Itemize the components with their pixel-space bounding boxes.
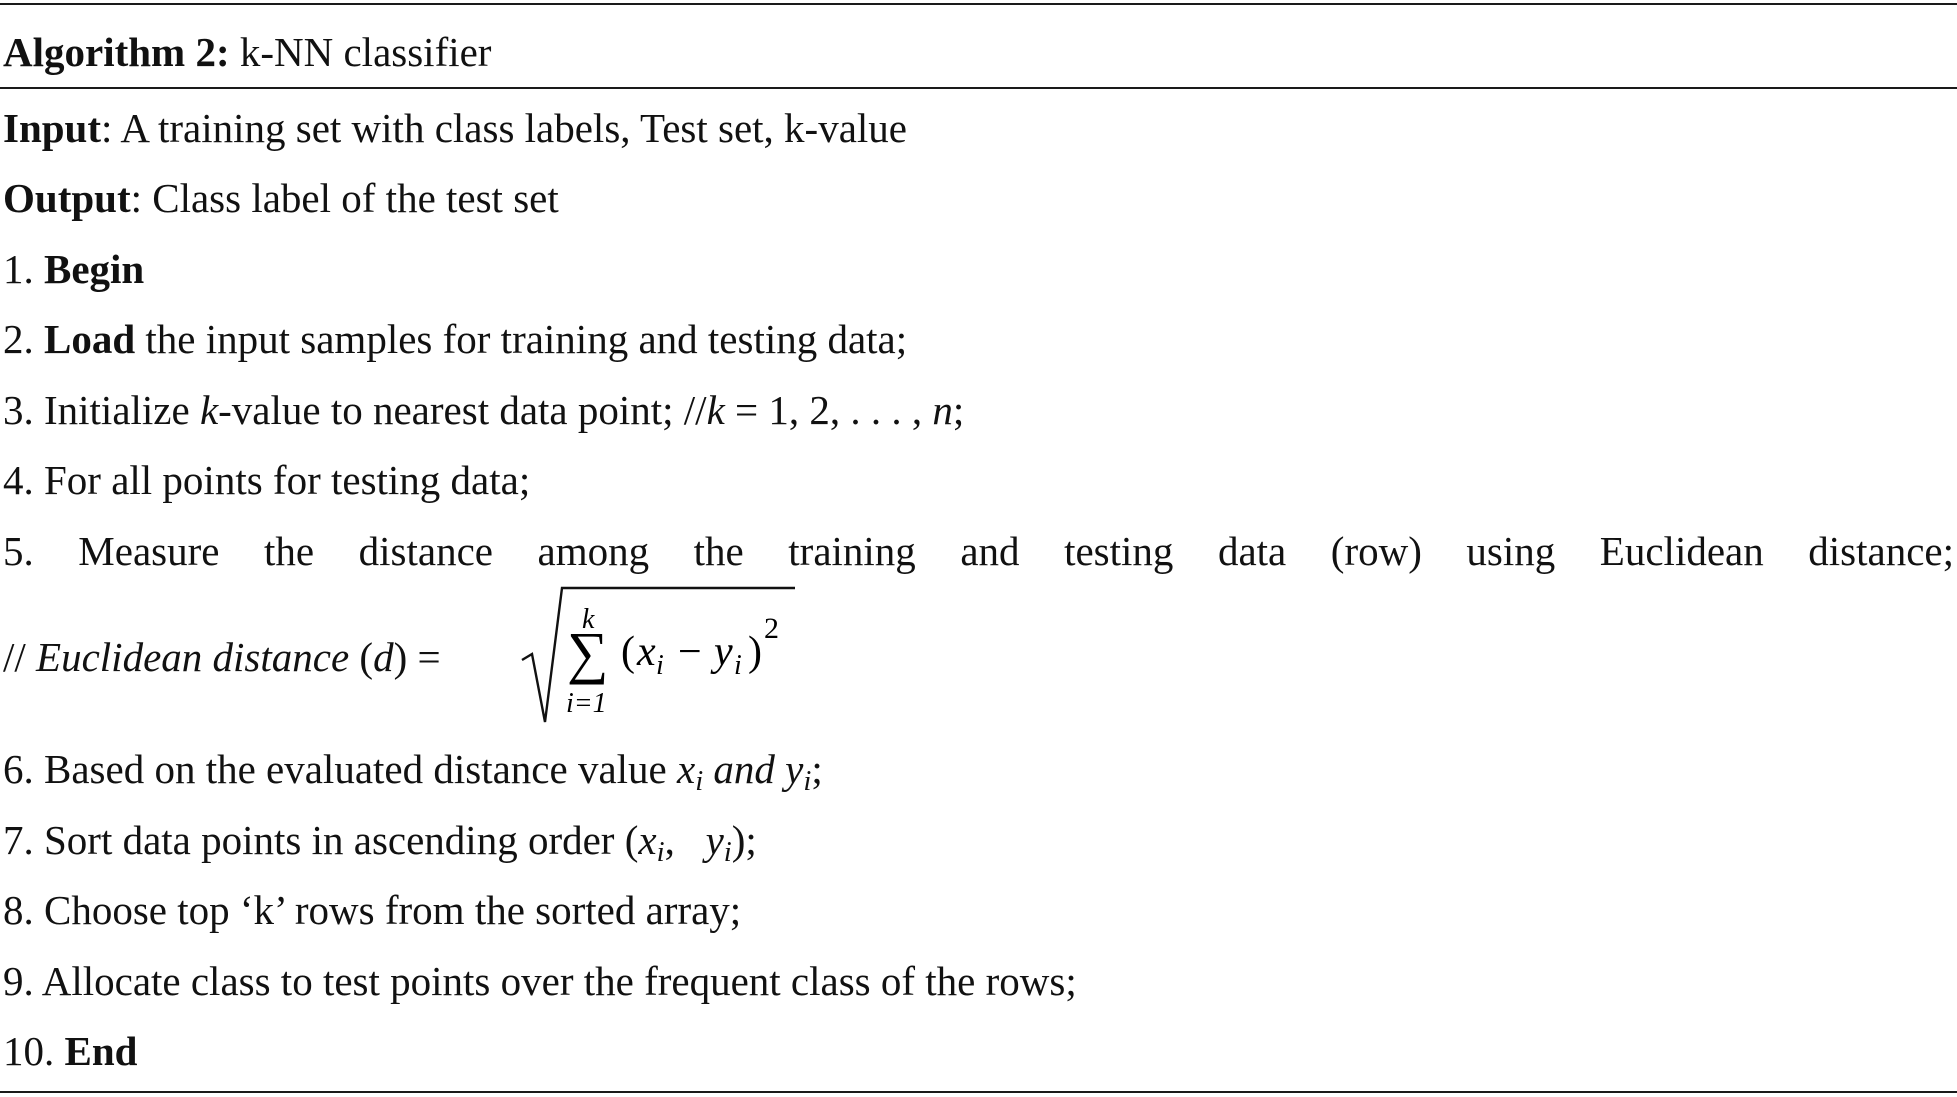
step-6-x-sub: i (695, 765, 704, 798)
algorithm-label: Algorithm 2: (3, 29, 230, 75)
step-3: 3. Initialize k-value to nearest data po… (3, 390, 964, 431)
sum-lower: i=1 (566, 688, 607, 719)
step-7-comma: , (664, 817, 706, 863)
formula-lhs-text: Euclidean distance (25, 634, 360, 680)
step-1-keyword: Begin (44, 246, 145, 292)
step-6: 6. Based on the evaluated distance value… (3, 746, 823, 796)
output-line: Output: Class label of the test set (3, 178, 559, 219)
step-2: 2. Load the input samples for training a… (3, 319, 907, 360)
step-7-y: y (705, 817, 724, 863)
formula-x-sub: i (656, 650, 664, 681)
formula-y-sub: i (734, 650, 742, 681)
step-6-y-sub: i (803, 765, 812, 798)
step-3-k2: k (706, 387, 725, 433)
step-6-x: x (676, 746, 696, 792)
step-3-end: ; (952, 387, 965, 433)
top-rule (0, 3, 1957, 5)
formula-equals: = (417, 634, 441, 680)
step-10: 10. End (3, 1031, 137, 1072)
formula-minus: − (678, 629, 702, 675)
step-6-and: and (703, 746, 786, 792)
formula-comment: // (3, 634, 26, 680)
step-1-number: 1. (3, 246, 44, 292)
step-2-number: 2. (3, 316, 44, 362)
step-2-text: the input samples for training and testi… (135, 316, 908, 362)
step-3-n: n (932, 387, 953, 433)
formula-body-close: ) (748, 629, 762, 675)
step-3-mid: -value to nearest data point; // (218, 387, 707, 433)
output-text: : Class label of the test set (130, 175, 559, 221)
formula-open-paren: ( (359, 634, 374, 680)
sum-sigma: ∑ (567, 620, 608, 685)
step-3-pre: 3. Initialize (3, 387, 200, 433)
header-rule (0, 87, 1957, 89)
step-10-keyword: End (64, 1028, 138, 1074)
input-line: Input: A training set with class labels,… (3, 108, 907, 149)
formula-x: x (636, 629, 656, 675)
formula-body-open: ( (621, 629, 635, 675)
input-text: : A training set with class labels, Test… (101, 105, 908, 151)
output-label: Output (3, 175, 131, 221)
formula-exponent: 2 (764, 612, 779, 645)
step-6-y: y (785, 746, 804, 792)
step-7: 7. Sort data points in ascending order (… (3, 817, 757, 867)
input-label: Input (3, 105, 102, 151)
euclidean-formula: k ∑ i=1 ( x i − y i ) 2 (521, 586, 795, 723)
step-3-eq: = 1, 2, . . . , (724, 387, 933, 433)
step-7-x-sub: i (656, 836, 665, 869)
step-2-keyword: Load (44, 316, 136, 362)
formula-y: y (710, 629, 733, 675)
step-5: 5. Measure the distance among the traini… (3, 528, 1954, 574)
step-7-x: x (638, 817, 657, 863)
step-1: 1. Begin (3, 249, 144, 290)
step-7-y-sub: i (723, 836, 732, 869)
formula-close-paren: ) (393, 634, 408, 680)
step-10-number: 10. (3, 1028, 65, 1074)
radical-sign (521, 586, 795, 723)
algorithm-name: k-NN classifier (239, 29, 492, 75)
formula-d: d (373, 634, 394, 680)
algorithm-title: Algorithm 2: k-NN classifier (3, 32, 491, 73)
formula-lhs: // Euclidean distance (d) = (3, 637, 441, 678)
step-8: 8. Choose top ‘k’ rows from the sorted a… (3, 887, 742, 933)
step-9: 9. Allocate class to test points over th… (3, 958, 1077, 1004)
step-6-end: ; (811, 746, 823, 792)
step-4: 4. For all points for testing data; (3, 457, 531, 503)
sum-upper: k (582, 604, 595, 635)
step-6-pre: 6. Based on the evaluated distance value (3, 746, 677, 792)
step-3-k: k (199, 387, 219, 433)
bottom-rule (0, 1091, 1957, 1093)
step-7-pre: 7. Sort data points in ascending order ( (3, 817, 639, 863)
step-7-end: ); (731, 817, 757, 863)
